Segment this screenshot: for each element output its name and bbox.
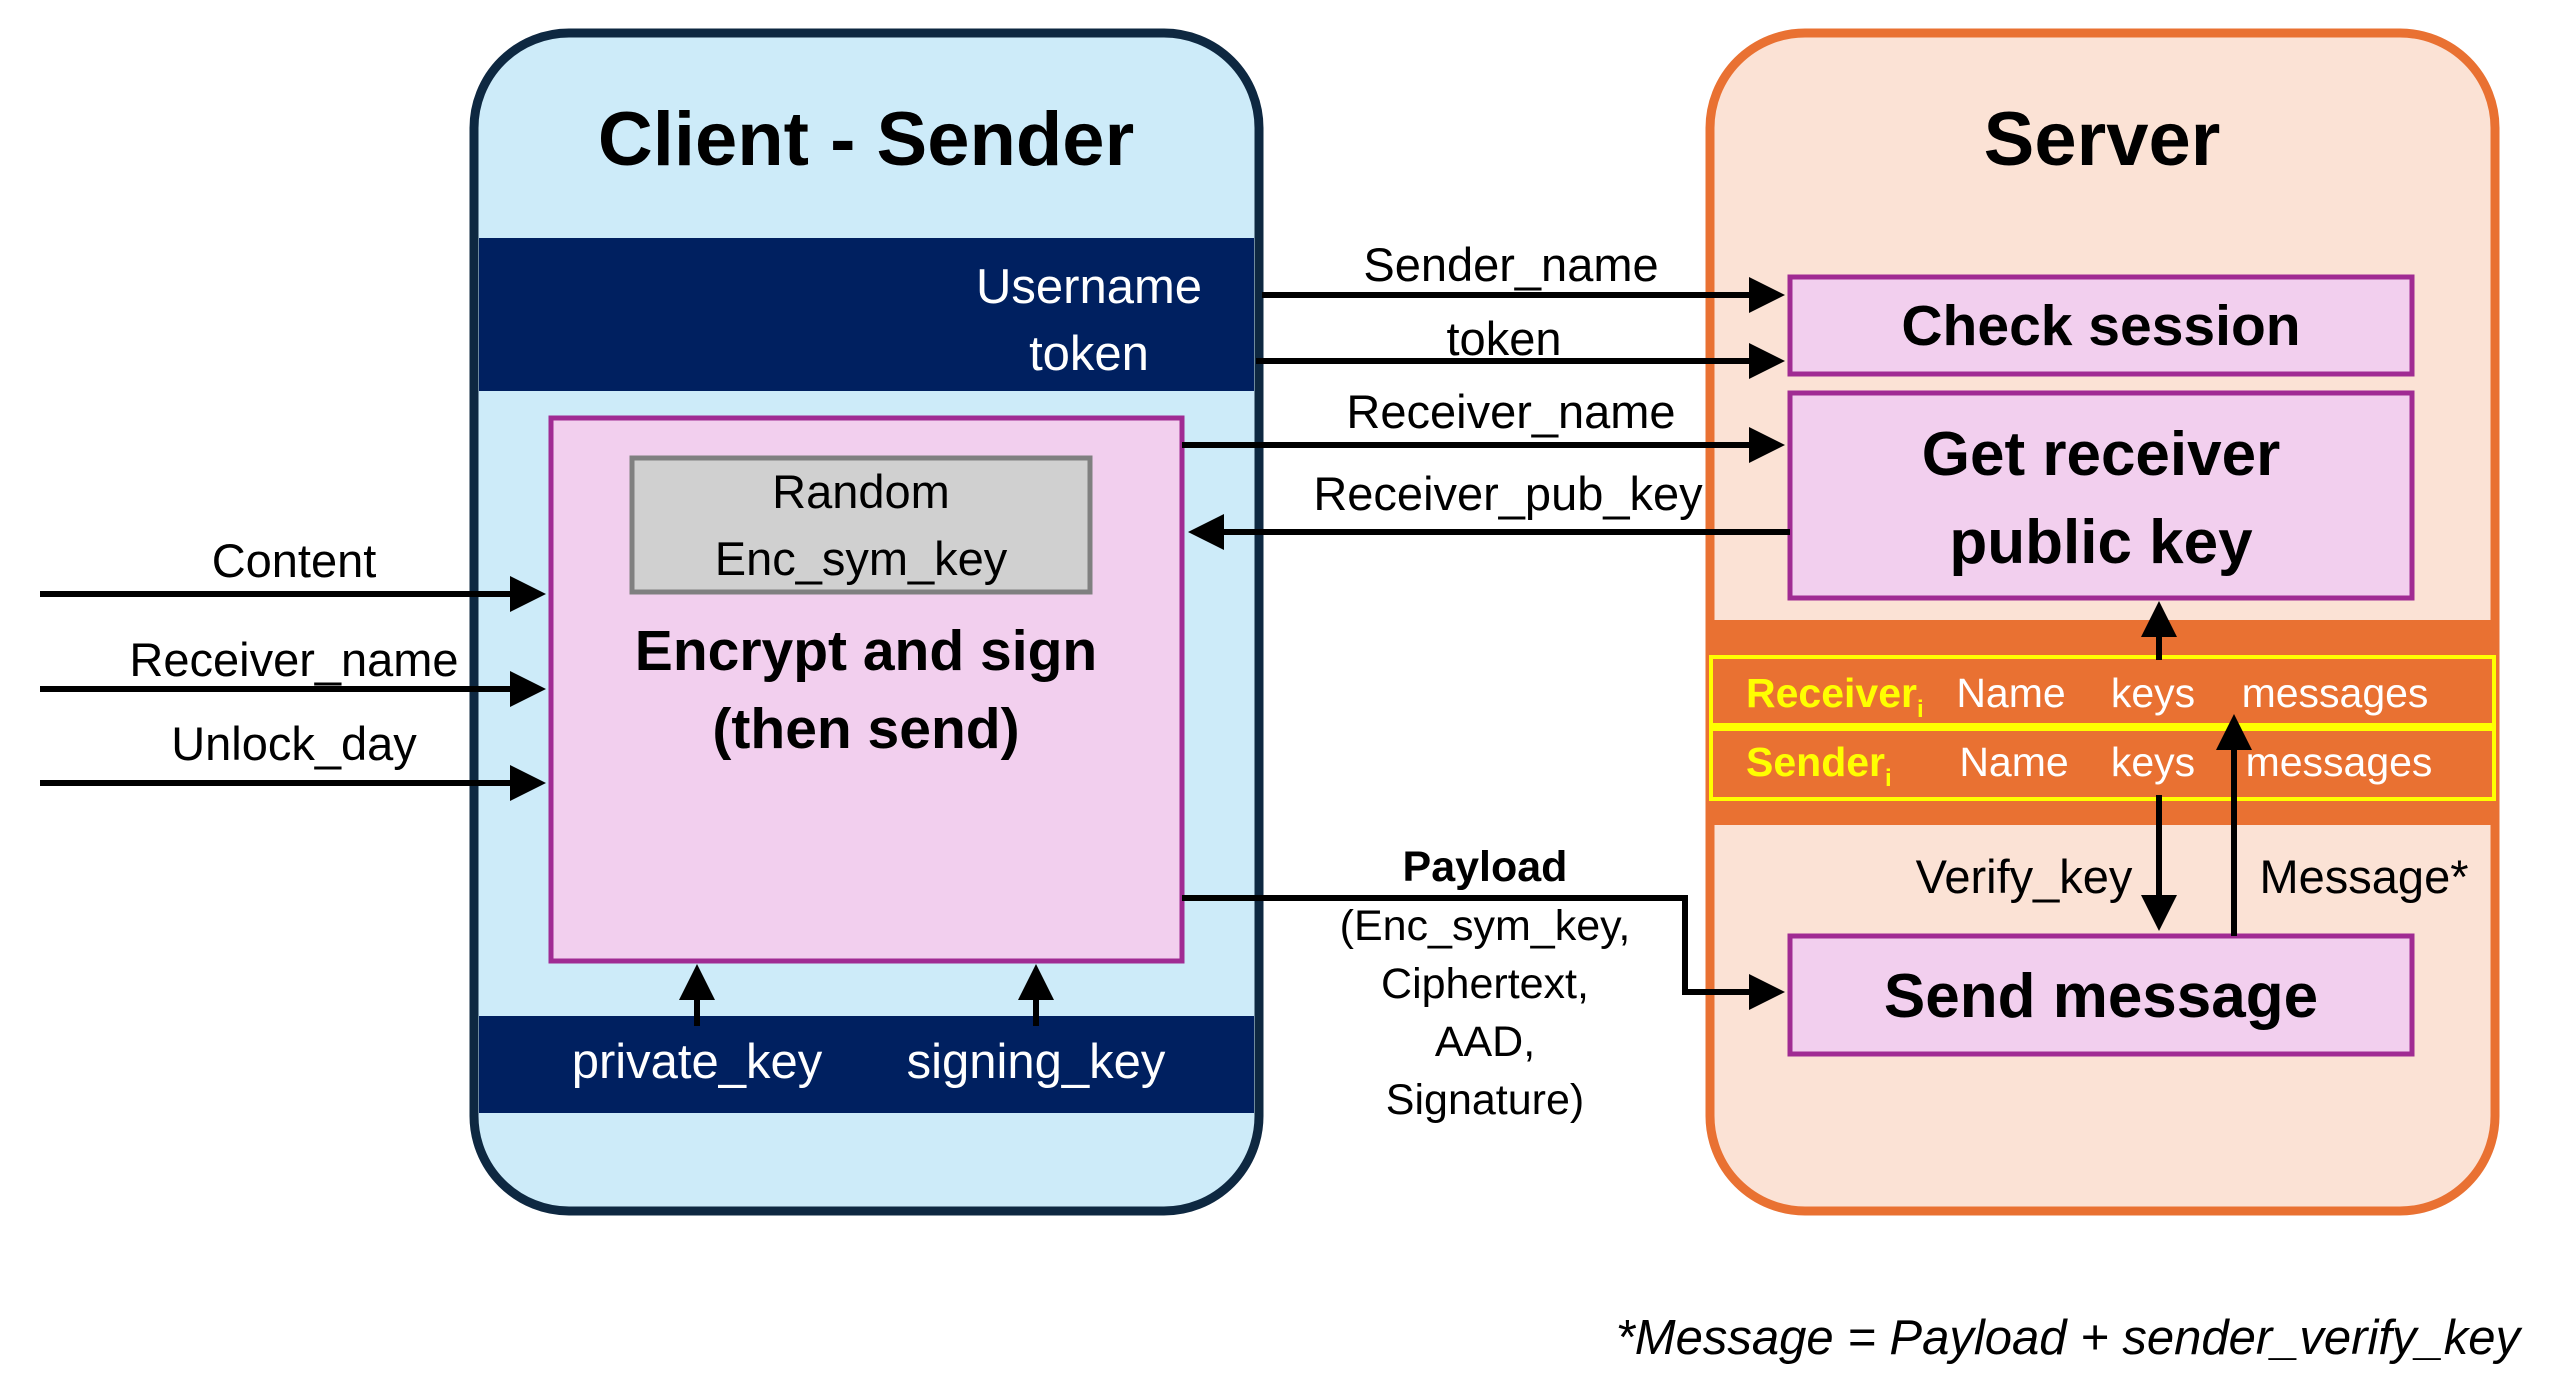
verify-key-label: Verify_key [1916,850,2133,903]
content-input-label: Content [212,534,377,587]
signing-key-label: signing_key [907,1035,1166,1089]
send-message-box [1787,933,2415,1057]
sender-row [1709,727,2496,801]
client-sender-panel: Client - Sender Username token private_k… [469,28,1264,1216]
encrypt-sign-line1: Encrypt and sign [635,619,1097,683]
client-server-flows: Sender_name token Receiver_name Receiver… [1182,238,1790,1124]
footnote: *Message = Payload + sender_verify_key [1616,1311,2523,1365]
client-title: Client - Sender [598,97,1134,182]
sender-row-key: Senderi [1746,739,1892,792]
receiver-name-input-label: Receiver_name [129,633,458,686]
payload-title: Payload [1403,843,1568,891]
server-title: Server [1984,97,2221,182]
get-receiver-line2: public key [1949,508,2253,577]
username-label: Username [976,260,1202,314]
token-label: token [1029,327,1149,381]
enc-sym-key-label: Enc_sym_key [715,532,1008,585]
payload-line-1: (Enc_sym_key, [1340,902,1631,950]
random-key-box [629,455,1093,595]
receiver-row-messages: messages [2242,670,2429,716]
message-label: Message* [2260,850,2469,903]
credentials-band [479,238,1254,391]
get-receiver-public-key-box [1787,390,2415,601]
check-session-box [1787,274,2415,377]
payload-line-4: Signature) [1386,1076,1584,1124]
check-session-label: Check session [1901,294,2300,358]
sender-row-name: Name [1959,739,2068,785]
keys-band [479,1016,1254,1113]
sender-name-flow-label: Sender_name [1363,238,1658,291]
receiver-pub-key-flow-label: Receiver_pub_key [1313,467,1703,520]
payload-line-2: Ciphertext, [1381,960,1589,1008]
random-label: Random [772,465,950,518]
get-receiver-line1: Get receiver [1922,420,2280,489]
private-key-label: private_key [572,1035,823,1089]
encrypt-sign-line2: (then send) [712,697,1019,761]
receiver-row-key: Receiveri [1746,670,1924,723]
send-message-label: Send message [1884,962,2318,1031]
token-flow-label: token [1447,312,1562,365]
sender-row-keys: keys [2111,739,2195,785]
sender-row-messages: messages [2246,739,2433,785]
receiver-subscript: i [1917,696,1924,723]
unlock-day-input-label: Unlock_day [171,717,417,770]
external-inputs: Content Receiver_name Unlock_day [40,534,546,801]
receiver-row-name: Name [1956,670,2065,716]
receiver-row [1709,655,2496,727]
server-panel: Server Check session Get receiver public… [1705,28,2500,1216]
receiver-name-flow-label: Receiver_name [1346,385,1675,438]
payload-line-3: AAD, [1435,1018,1535,1066]
payload-flow-arrow [1182,895,1785,1010]
receiver-row-keys: keys [2111,670,2195,716]
sender-subscript: i [1885,765,1892,792]
